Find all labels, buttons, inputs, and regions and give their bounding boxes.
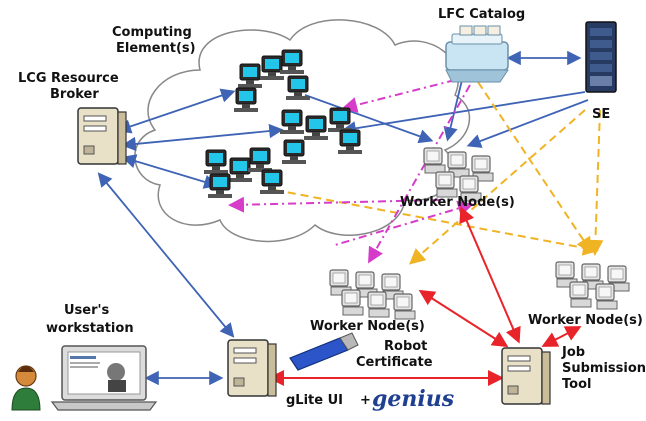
resource-broker-label-line1: LCG Resource bbox=[18, 71, 119, 86]
worker-nodes-left-icon bbox=[329, 269, 416, 320]
resource-broker-server-icon bbox=[77, 107, 127, 165]
robot-certificate-label-line2: Certificate bbox=[356, 355, 433, 370]
se-to-worker bbox=[466, 99, 589, 148]
job-submission-tool-label-line2: Submission bbox=[562, 361, 646, 376]
job-submission-tool-server-icon bbox=[501, 347, 551, 405]
computing-element-label-line2: Element(s) bbox=[116, 41, 196, 56]
se-storage-icon bbox=[585, 21, 617, 93]
user-laptop-icon bbox=[50, 345, 158, 411]
ce-to-jst-dashed bbox=[274, 189, 599, 256]
genius-logo: genius bbox=[372, 386, 454, 412]
lfc-to-leftworker-dashdot bbox=[368, 84, 471, 264]
robot-certificate-label-line1: Robot bbox=[384, 339, 427, 354]
worker-nodes-right-icon bbox=[555, 261, 630, 310]
plus-label: + bbox=[360, 393, 371, 408]
worker-to-ce2-dashdot bbox=[334, 200, 474, 246]
ce-to-worker bbox=[304, 94, 434, 144]
jst-to-cloudworker bbox=[459, 206, 521, 344]
broker-to-glite bbox=[97, 172, 235, 338]
computing-element-label-line1: Computing bbox=[112, 25, 192, 40]
broker-to-ce-2 bbox=[121, 123, 284, 152]
worker-nodes-left-label: Worker Node(s) bbox=[310, 319, 425, 334]
lfc-to-ce-dashdot bbox=[341, 79, 456, 113]
lfc-catalog-icon bbox=[445, 25, 509, 83]
glite-ui-label: gLite UI bbox=[286, 393, 343, 408]
resource-broker-label-line2: Broker bbox=[50, 87, 99, 102]
jst-to-leftworker bbox=[418, 289, 509, 348]
user-person-icon bbox=[11, 365, 41, 411]
lfc-to-worker bbox=[443, 79, 463, 142]
labels: Computing Element(s) LFC Catalog SE LCG … bbox=[18, 7, 646, 412]
connections bbox=[97, 50, 604, 386]
worker-nodes-right-label: Worker Node(s) bbox=[528, 313, 643, 328]
user-workstation-label-line1: User's bbox=[64, 303, 110, 318]
glite-ui-server-icon bbox=[227, 339, 277, 397]
jst-to-rightworker bbox=[541, 326, 582, 347]
lfc-catalog-label: LFC Catalog bbox=[438, 7, 525, 22]
job-submission-tool-label-line3: Tool bbox=[562, 377, 591, 392]
se-label: SE bbox=[592, 107, 610, 122]
broker-to-ce-1 bbox=[116, 88, 236, 134]
usb-key-icon bbox=[289, 332, 359, 371]
lfc-to-jst-dashed bbox=[477, 81, 593, 254]
user-workstation-label-line2: workstation bbox=[46, 321, 134, 336]
worker-nodes-cloud-label: Worker Node(s) bbox=[400, 195, 515, 210]
se-to-jst-dashed bbox=[587, 109, 604, 256]
job-submission-tool-label-line1: Job bbox=[561, 345, 585, 360]
